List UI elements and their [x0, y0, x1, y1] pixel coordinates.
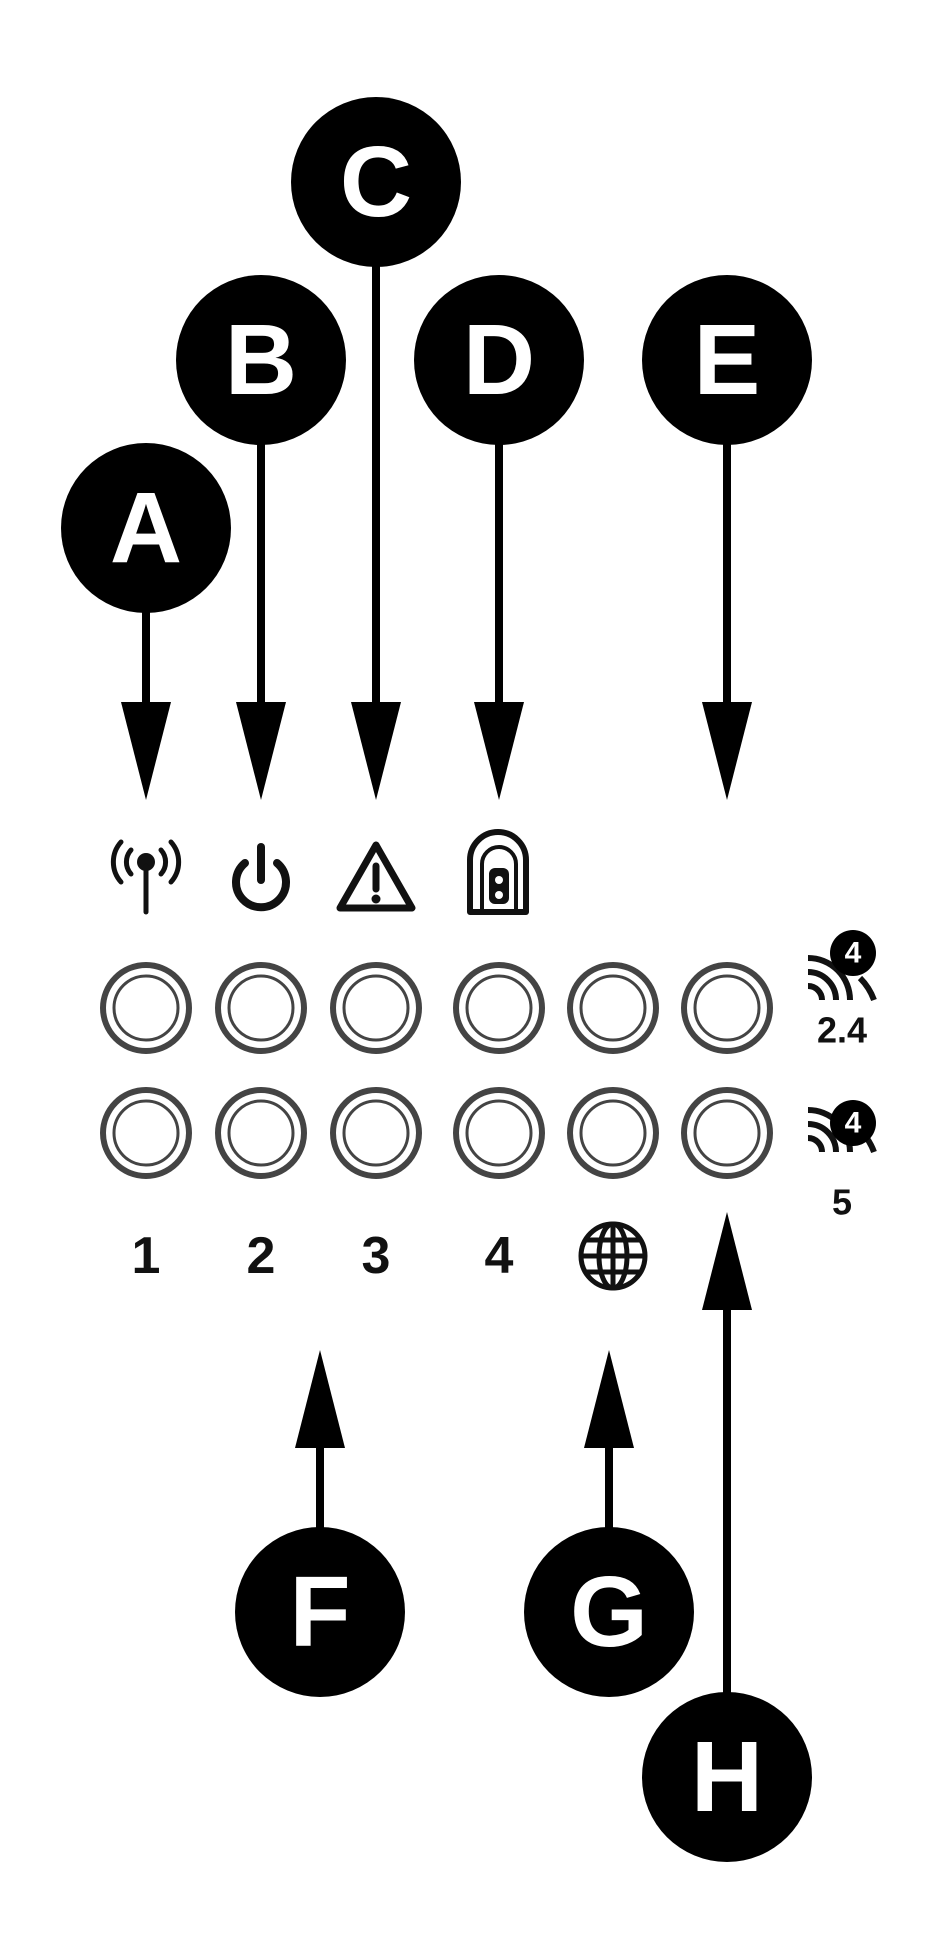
- port-label-2: 2: [247, 1227, 276, 1285]
- callout-g-badge: [524, 1527, 694, 1697]
- callout-d-arrowhead: [474, 702, 524, 800]
- callout-f: F: [235, 1350, 405, 1697]
- led-r2-c2: [218, 1090, 304, 1176]
- callout-b-arrowhead: [236, 702, 286, 800]
- wifi-5-indicator: 4 5: [807, 1100, 877, 1223]
- wifi-24-badge-digit: 4: [845, 937, 862, 970]
- wifi-24-badge: [830, 930, 876, 976]
- port-label-3: 3: [362, 1227, 391, 1285]
- callout-h: H: [642, 1212, 812, 1862]
- led-r1-c2: [218, 965, 304, 1051]
- antenna-icon: [110, 839, 182, 915]
- power-icon: [232, 843, 290, 912]
- led-r2-c6: [684, 1090, 770, 1176]
- led-r2-c5: [570, 1090, 656, 1176]
- callout-h-badge: [642, 1692, 812, 1862]
- led-r2-c4: [456, 1090, 542, 1176]
- callout-e: E: [642, 275, 812, 800]
- led-r1-c1: [103, 965, 189, 1051]
- callout-h-letter: H: [691, 1721, 763, 1833]
- callout-h-arrowhead: [702, 1212, 752, 1310]
- callout-a-letter: A: [110, 472, 182, 584]
- callout-f-badge: [235, 1527, 405, 1697]
- callout-a-arrowhead: [121, 702, 171, 800]
- callout-f-letter: F: [289, 1556, 350, 1668]
- wifi-5-badge-digit: 4: [845, 1107, 862, 1140]
- callout-c: C: [291, 97, 461, 800]
- callout-g: G: [524, 1350, 694, 1697]
- callout-e-arrowhead: [702, 702, 752, 800]
- wifi-icon: [807, 955, 877, 1002]
- led-r1-c6: [684, 965, 770, 1051]
- lock-icon: [467, 829, 529, 915]
- led-r1-c5: [570, 965, 656, 1051]
- callout-b: B: [176, 275, 346, 800]
- callout-a: A: [61, 443, 231, 800]
- callout-c-arrowhead: [351, 702, 401, 800]
- callout-c-badge: [291, 97, 461, 267]
- callout-a-badge: [61, 443, 231, 613]
- callout-g-arrowhead: [584, 1350, 634, 1448]
- callout-d-badge: [414, 275, 584, 445]
- wifi-24-label: 2.4: [817, 1010, 867, 1051]
- port-label-4: 4: [485, 1227, 514, 1285]
- warning-icon: [336, 841, 416, 912]
- callout-d: D: [414, 275, 584, 800]
- callout-g-letter: G: [570, 1556, 648, 1668]
- callout-c-letter: C: [340, 126, 412, 238]
- wifi-5-label: 5: [832, 1182, 852, 1223]
- wifi-5-badge: [830, 1100, 876, 1146]
- led-r2-c1: [103, 1090, 189, 1176]
- callout-f-arrowhead: [295, 1350, 345, 1448]
- callout-d-letter: D: [463, 304, 535, 416]
- callout-e-letter: E: [694, 304, 761, 416]
- led-r1-c4: [456, 965, 542, 1051]
- callout-e-badge: [642, 275, 812, 445]
- led-row-top: [103, 965, 770, 1051]
- callout-b-letter: B: [225, 304, 297, 416]
- led-r1-c3: [333, 965, 419, 1051]
- led-row-bottom: [103, 1090, 770, 1176]
- wifi-24-indicator: 4 2.4: [807, 930, 877, 1051]
- led-r2-c3: [333, 1090, 419, 1176]
- globe-icon: [578, 1221, 648, 1291]
- callout-b-badge: [176, 275, 346, 445]
- port-label-1: 1: [132, 1227, 161, 1285]
